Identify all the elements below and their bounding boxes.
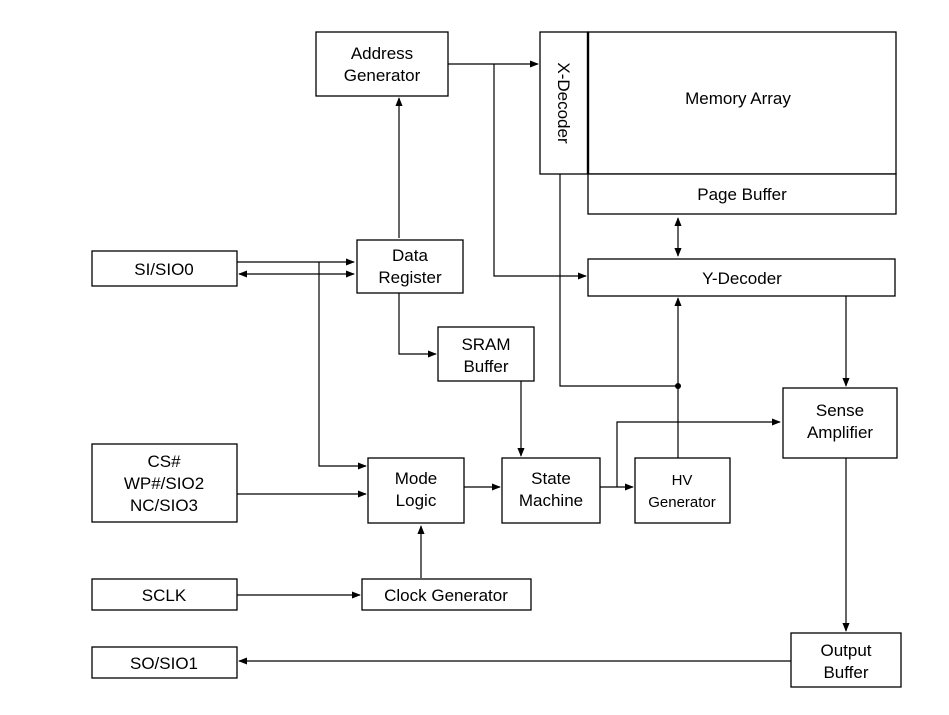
connections bbox=[237, 60, 850, 665]
hv-generator-label-2: Generator bbox=[648, 494, 716, 511]
wire-statemachine-to-senseamp bbox=[616, 418, 781, 487]
address-generator-label-2: Generator bbox=[344, 66, 421, 85]
y-decoder-label: Y-Decoder bbox=[702, 269, 782, 288]
x-decoder-block: X-Decoder bbox=[539, 31, 589, 175]
hv-generator-block: HV Generator bbox=[634, 457, 731, 524]
memory-array-block: Memory Array bbox=[586, 31, 897, 175]
page-buffer-label: Page Buffer bbox=[697, 185, 787, 204]
pin-cs-label: CS# bbox=[147, 452, 181, 471]
address-generator-label-1: Address bbox=[351, 44, 413, 63]
state-machine-label-2: Machine bbox=[519, 491, 583, 510]
sense-amplifier-label-2: Amplifier bbox=[807, 423, 873, 442]
mode-logic-block: Mode Logic bbox=[367, 457, 465, 524]
sram-buffer-label-1: SRAM bbox=[461, 335, 510, 354]
clock-generator-block: Clock Generator bbox=[361, 578, 532, 611]
page-buffer-block: Page Buffer bbox=[587, 173, 897, 215]
clock-generator-label: Clock Generator bbox=[384, 586, 508, 605]
mode-logic-label-2: Logic bbox=[396, 491, 437, 510]
output-buffer-label-1: Output bbox=[820, 641, 871, 660]
output-buffer-block: Output Buffer bbox=[790, 632, 902, 688]
address-generator-block: Address Generator bbox=[315, 31, 449, 97]
pin-sclk-label: SCLK bbox=[142, 586, 187, 605]
data-register-label-2: Register bbox=[378, 268, 442, 287]
pin-si-sio0-label: SI/SIO0 bbox=[134, 260, 194, 279]
sense-amplifier-label-1: Sense bbox=[816, 401, 864, 420]
pin-cs-wp-nc: CS# WP#/SIO2 NC/SIO3 bbox=[91, 443, 238, 523]
pin-nc-sio3-label: NC/SIO3 bbox=[130, 496, 198, 515]
sram-buffer-label-2: Buffer bbox=[463, 357, 508, 376]
wire-datareg-to-sram bbox=[398, 293, 437, 358]
data-register-block: Data Register bbox=[356, 239, 464, 294]
wire-si-to-modelogic bbox=[318, 262, 367, 470]
pin-wp-sio2-label: WP#/SIO2 bbox=[124, 474, 204, 493]
data-register-label-1: Data bbox=[392, 246, 428, 265]
pin-so-sio1-label: SO/SIO1 bbox=[130, 654, 198, 673]
pin-so-sio1: SO/SIO1 bbox=[91, 646, 238, 679]
sram-buffer-block: SRAM Buffer bbox=[437, 326, 535, 382]
wire-addrgen-to-ydecoder bbox=[493, 64, 587, 280]
hv-generator-label-1: HV bbox=[672, 472, 693, 489]
state-machine-label-1: State bbox=[531, 469, 571, 488]
pin-sclk: SCLK bbox=[91, 578, 238, 611]
y-decoder-block: Y-Decoder bbox=[587, 258, 896, 297]
output-buffer-label-2: Buffer bbox=[823, 663, 868, 682]
sense-amplifier-block: Sense Amplifier bbox=[782, 387, 898, 459]
junction-dot bbox=[675, 383, 681, 389]
pin-si-sio0: SI/SIO0 bbox=[91, 250, 238, 287]
x-decoder-label: X-Decoder bbox=[554, 62, 573, 144]
wire-xdecoder-to-hv-junction bbox=[559, 174, 678, 387]
state-machine-block: State Machine bbox=[501, 457, 601, 524]
mode-logic-label-1: Mode bbox=[395, 469, 438, 488]
memory-array-label: Memory Array bbox=[685, 89, 791, 108]
